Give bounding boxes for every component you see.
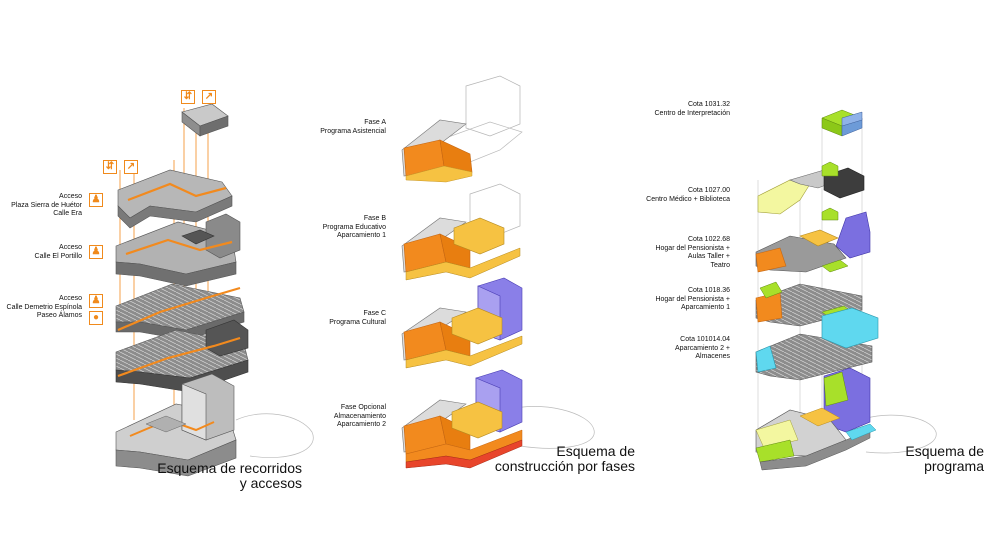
panel1-level-1 bbox=[117, 169, 233, 229]
panel3-level-1014 bbox=[755, 307, 879, 381]
panel2-label-fase-a: Fase A Programa Asistencial bbox=[290, 119, 386, 136]
title-line: construcción por fases bbox=[494, 458, 635, 474]
panel1-level-3 bbox=[115, 283, 245, 341]
label-line: Hogar del Pensionista + bbox=[655, 244, 730, 252]
label-line: Aparcamiento 1 bbox=[336, 232, 386, 240]
label-line: Fase B bbox=[363, 215, 386, 222]
label-line: Calle El Portillo bbox=[34, 252, 82, 260]
label-line: Cota 1027.00 bbox=[687, 187, 730, 194]
label-line: Fase A bbox=[364, 119, 386, 126]
panel1-title: Esquema de recorridos y accesos bbox=[150, 461, 302, 491]
label-line: Programa Asistencial bbox=[320, 127, 386, 135]
label-line: Fase Opcional bbox=[340, 404, 386, 411]
title-line: programa bbox=[924, 458, 984, 474]
panel1-label-el-portillo: Acceso Calle El Portillo bbox=[10, 244, 82, 261]
panel3-full-building bbox=[755, 367, 937, 471]
label-line: Acceso bbox=[59, 193, 82, 200]
title-line: Esquema de bbox=[556, 443, 635, 459]
label-line: Paseo Álamos bbox=[36, 312, 82, 320]
label-line: Aparcamiento 2 + bbox=[674, 344, 730, 352]
label-line: Acceso bbox=[59, 244, 82, 251]
label-line: Cota 1018.36 bbox=[687, 287, 730, 294]
title-line: Esquema de recorridos bbox=[157, 460, 302, 476]
label-line: Teatro bbox=[710, 261, 730, 269]
title-line: Esquema de bbox=[905, 443, 984, 459]
label-line: Fase C bbox=[363, 310, 386, 317]
label-line: Almacenes bbox=[695, 353, 730, 361]
label-line: Calle Era bbox=[53, 210, 82, 218]
panel2-label-fase-c: Fase C Programa Cultural bbox=[290, 310, 386, 327]
label-line: Almacenamiento bbox=[333, 412, 386, 420]
label-line: Programa Educativo bbox=[322, 223, 386, 231]
panel2-phase-c bbox=[401, 277, 523, 369]
label-line: Cota 1022.68 bbox=[687, 236, 730, 243]
panel3-label-1014: Cota 101014.04 Aparcamiento 2 + Almacene… bbox=[620, 336, 730, 362]
panel3-level-1031 bbox=[821, 109, 863, 137]
label-line: Centro de Interpretación bbox=[654, 109, 731, 117]
label-line: Calle Demetrio Espínola bbox=[6, 303, 82, 311]
panel1-axonometric bbox=[115, 103, 314, 477]
panel3-level-1027 bbox=[757, 161, 865, 215]
label-line: Aparcamiento 2 bbox=[336, 421, 386, 429]
title-line: y accesos bbox=[239, 475, 302, 491]
panel2-axonometric bbox=[401, 75, 595, 469]
panel2-label-fase-opcional: Fase Opcional Almacenamiento Aparcamient… bbox=[290, 404, 386, 430]
panel3-label-1031: Cota 1031.32 Centro de Interpretación bbox=[620, 101, 731, 118]
label-line: Aparcamiento 1 bbox=[680, 304, 730, 312]
panel1-label-plaza-sierra: Acceso Plaza Sierra de Huétor Calle Era bbox=[10, 193, 82, 219]
panel1-label-demetrio: Acceso Calle Demetrio Espínola Paseo Ála… bbox=[4, 295, 82, 321]
panel2-title: Esquema de construcción por fases bbox=[480, 444, 635, 474]
panel1-full-building bbox=[115, 373, 314, 477]
elevator-icon: ⇵ bbox=[181, 90, 195, 104]
stairs-icon: ↗ bbox=[124, 160, 138, 174]
label-line: Acceso bbox=[59, 295, 82, 302]
panel3-label-1018: Cota 1018.36 Hogar del Pensionista + Apa… bbox=[620, 287, 730, 313]
panel2-phase-optional bbox=[401, 369, 595, 469]
label-line: Plaza Sierra de Huétor bbox=[11, 201, 82, 209]
car-icon: ● bbox=[89, 311, 103, 325]
label-line: Centro Médico + Biblioteca bbox=[646, 195, 730, 203]
person-icon: ♟ bbox=[89, 294, 103, 308]
panel3-label-1022: Cota 1022.68 Hogar del Pensionista + Aul… bbox=[620, 236, 730, 270]
stairs-icon: ↗ bbox=[202, 90, 216, 104]
panel1-level-4 bbox=[115, 319, 249, 393]
panel2-phase-b bbox=[401, 183, 521, 281]
person-icon: ♟ bbox=[89, 245, 103, 259]
label-line: Hogar del Pensionista + bbox=[655, 295, 730, 303]
panel3-title: Esquema de programa bbox=[900, 444, 984, 474]
label-line: Cota 1031.32 bbox=[687, 101, 730, 108]
panel1-level-2 bbox=[115, 213, 241, 287]
panel3-level-1022 bbox=[755, 207, 871, 273]
person-icon: ♟ bbox=[89, 193, 103, 207]
label-line: Programa Cultural bbox=[329, 318, 386, 326]
label-line: Aulas Taller + bbox=[687, 253, 730, 261]
panel1-top-block bbox=[181, 103, 229, 137]
panel2-label-fase-b: Fase B Programa Educativo Aparcamiento 1 bbox=[290, 215, 386, 241]
panel3-axonometric bbox=[755, 109, 937, 471]
panel3-label-1027: Cota 1027.00 Centro Médico + Biblioteca bbox=[620, 187, 730, 204]
panel2-phase-a bbox=[401, 75, 523, 183]
label-line: Cota 101014.04 bbox=[680, 336, 730, 343]
elevator-icon: ⇵ bbox=[103, 160, 117, 174]
